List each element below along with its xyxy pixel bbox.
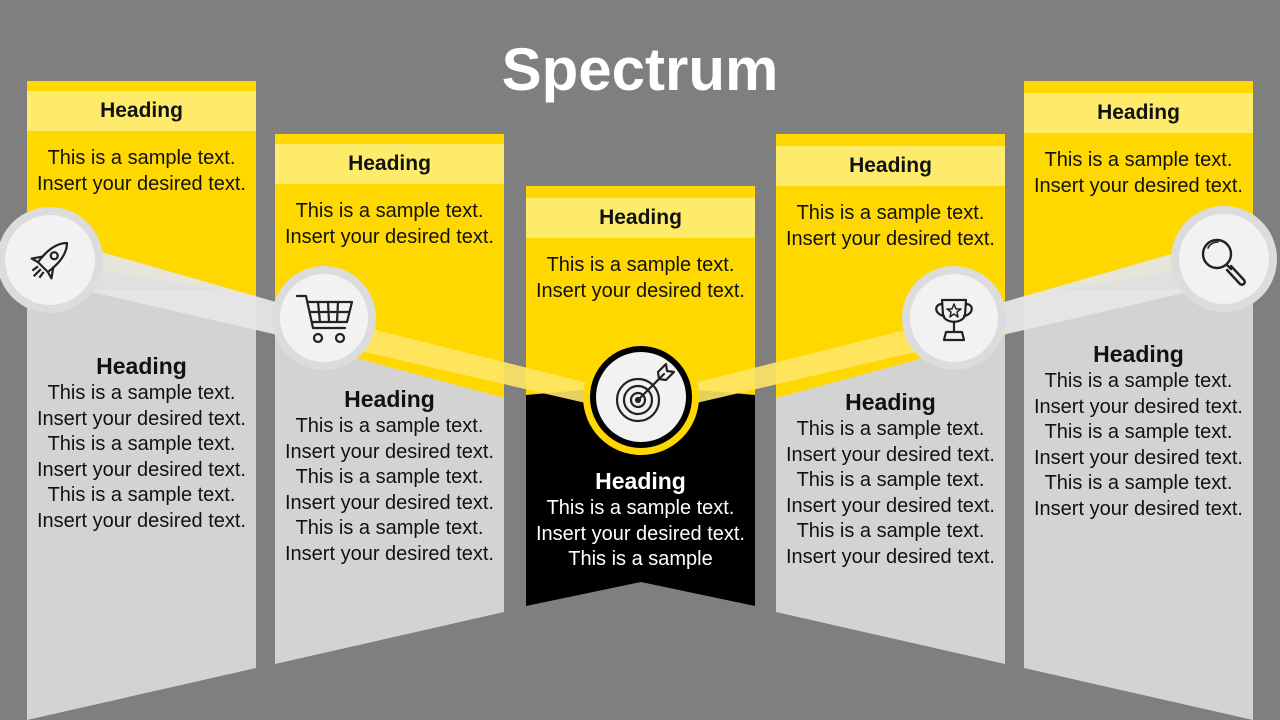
connector-4-5 <box>990 251 1188 336</box>
column-4-grey-panel <box>776 330 1005 664</box>
column-1-grey-panel <box>27 290 256 720</box>
column-2-grey-panel <box>275 330 504 664</box>
column-3-top-heading: Heading <box>599 206 682 229</box>
column-1-bottom-heading: Heading <box>96 353 187 379</box>
icon-circle-4 <box>902 266 1006 370</box>
column-5-bottom-heading: Heading <box>1093 341 1184 367</box>
column-5-top-text: This is a sample text. Insert your desir… <box>1034 149 1243 197</box>
column-2-top-text: This is a sample text. Insert your desir… <box>285 200 494 248</box>
column-1-top-heading: Heading <box>100 99 183 122</box>
column-3: Heading This is a sample text. Insert yo… <box>526 0 755 720</box>
column-3-heading-band <box>526 198 755 238</box>
connector-2-3 <box>356 326 592 404</box>
icon-circle-1 <box>0 207 103 313</box>
column-4: Heading This is a sample text. Insert yo… <box>776 0 1005 720</box>
column-4-bottom-heading: Heading <box>845 389 936 415</box>
icon-circle-5 <box>1171 206 1277 312</box>
column-3-bottom-heading: Heading <box>595 468 686 494</box>
column-4-top-text: This is a sample text. Insert your desir… <box>786 202 995 250</box>
column-3-yellow-panel <box>526 186 755 395</box>
column-1-heading-band <box>27 91 256 131</box>
column-3-bottom-text: This is a sample text. Insert your desir… <box>536 497 745 570</box>
column-5-heading-band <box>1024 93 1253 133</box>
column-2-top-heading: Heading <box>348 152 431 175</box>
connector-1-2 <box>92 251 290 336</box>
column-5-grey-panel <box>1024 290 1253 720</box>
column-2-bottom-heading: Heading <box>344 386 435 412</box>
column-4-heading-band <box>776 146 1005 186</box>
shopping-cart-icon <box>295 294 354 344</box>
column-2: Heading This is a sample text. Insert yo… <box>275 0 504 720</box>
column-2-heading-band <box>275 144 504 184</box>
trophy-icon <box>935 298 973 342</box>
column-1-top-text: This is a sample text. Insert your desir… <box>37 147 246 195</box>
column-1: Heading This is a sample text. Insert yo… <box>27 0 256 720</box>
column-4-bottom-text: This is a sample text. Insert your desir… <box>786 418 995 568</box>
magnifier-icon <box>1201 238 1246 286</box>
column-5-top-heading: Heading <box>1097 101 1180 124</box>
column-2-bottom-text: This is a sample text. Insert your desir… <box>285 415 494 565</box>
column-3-dark-panel <box>526 385 755 606</box>
connector-3-4 <box>690 326 924 404</box>
slide-title: Spectrum <box>501 36 779 103</box>
rocket-icon <box>30 241 69 280</box>
column-5: Heading This is a sample text. Insert yo… <box>1024 0 1253 720</box>
column-5-bottom-text: This is a sample text. Insert your desir… <box>1034 370 1243 520</box>
column-1-bottom-text: This is a sample text. Insert your desir… <box>37 382 246 532</box>
column-3-top-text: This is a sample text. Insert your desir… <box>536 254 745 302</box>
column-4-top-heading: Heading <box>849 154 932 177</box>
target-icon <box>615 362 676 423</box>
